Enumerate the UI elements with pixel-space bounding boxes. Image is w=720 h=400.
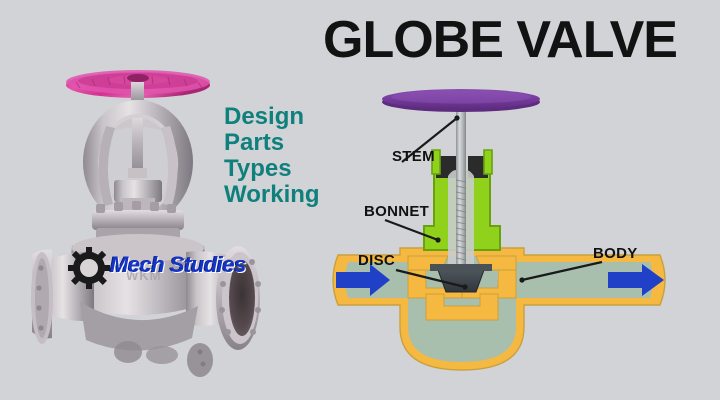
feature-item-types: Types (224, 155, 292, 182)
flow-arrow-right (608, 264, 664, 296)
label-bonnet: BONNET (364, 203, 430, 220)
diagram-disc (430, 264, 492, 293)
leader-stem (401, 117, 458, 163)
gear-icon (68, 247, 110, 289)
label-disc: DISC (358, 252, 396, 269)
feature-item-design: Design (224, 103, 305, 130)
watermark: Mech Studies (66, 246, 246, 290)
packing-right (468, 156, 488, 178)
flow-arrow-left (336, 264, 390, 296)
photo-yoke (83, 100, 193, 224)
svg-text:WKM: WKM (126, 268, 162, 283)
label-body: BODY (593, 245, 638, 262)
watermark-text-1: Mech (110, 252, 165, 277)
diagram-stem (448, 100, 474, 270)
leader-lines (384, 117, 603, 289)
globe-valve-diagram: STEM BONNET DISC BODY (330, 80, 720, 380)
page-title: GLOBE VALVE (323, 11, 678, 69)
photo-right-flange (216, 246, 261, 350)
photo-bottom-bolts (114, 341, 213, 377)
photo-left-flange (31, 249, 53, 344)
leader-body (521, 260, 603, 282)
leader-bonnet (384, 218, 439, 242)
watermark-text-2: Studies (169, 252, 246, 277)
label-stem: STEM (392, 148, 435, 165)
feature-item-parts: Parts (224, 129, 285, 156)
photo-handwheel (66, 70, 210, 98)
feature-list: Design Parts Types Working (224, 104, 354, 208)
leader-disc (395, 268, 466, 289)
diagram-handwheel (382, 89, 540, 112)
watermark-text: Mech Studies (110, 252, 246, 278)
feature-item-working: Working (224, 181, 320, 208)
